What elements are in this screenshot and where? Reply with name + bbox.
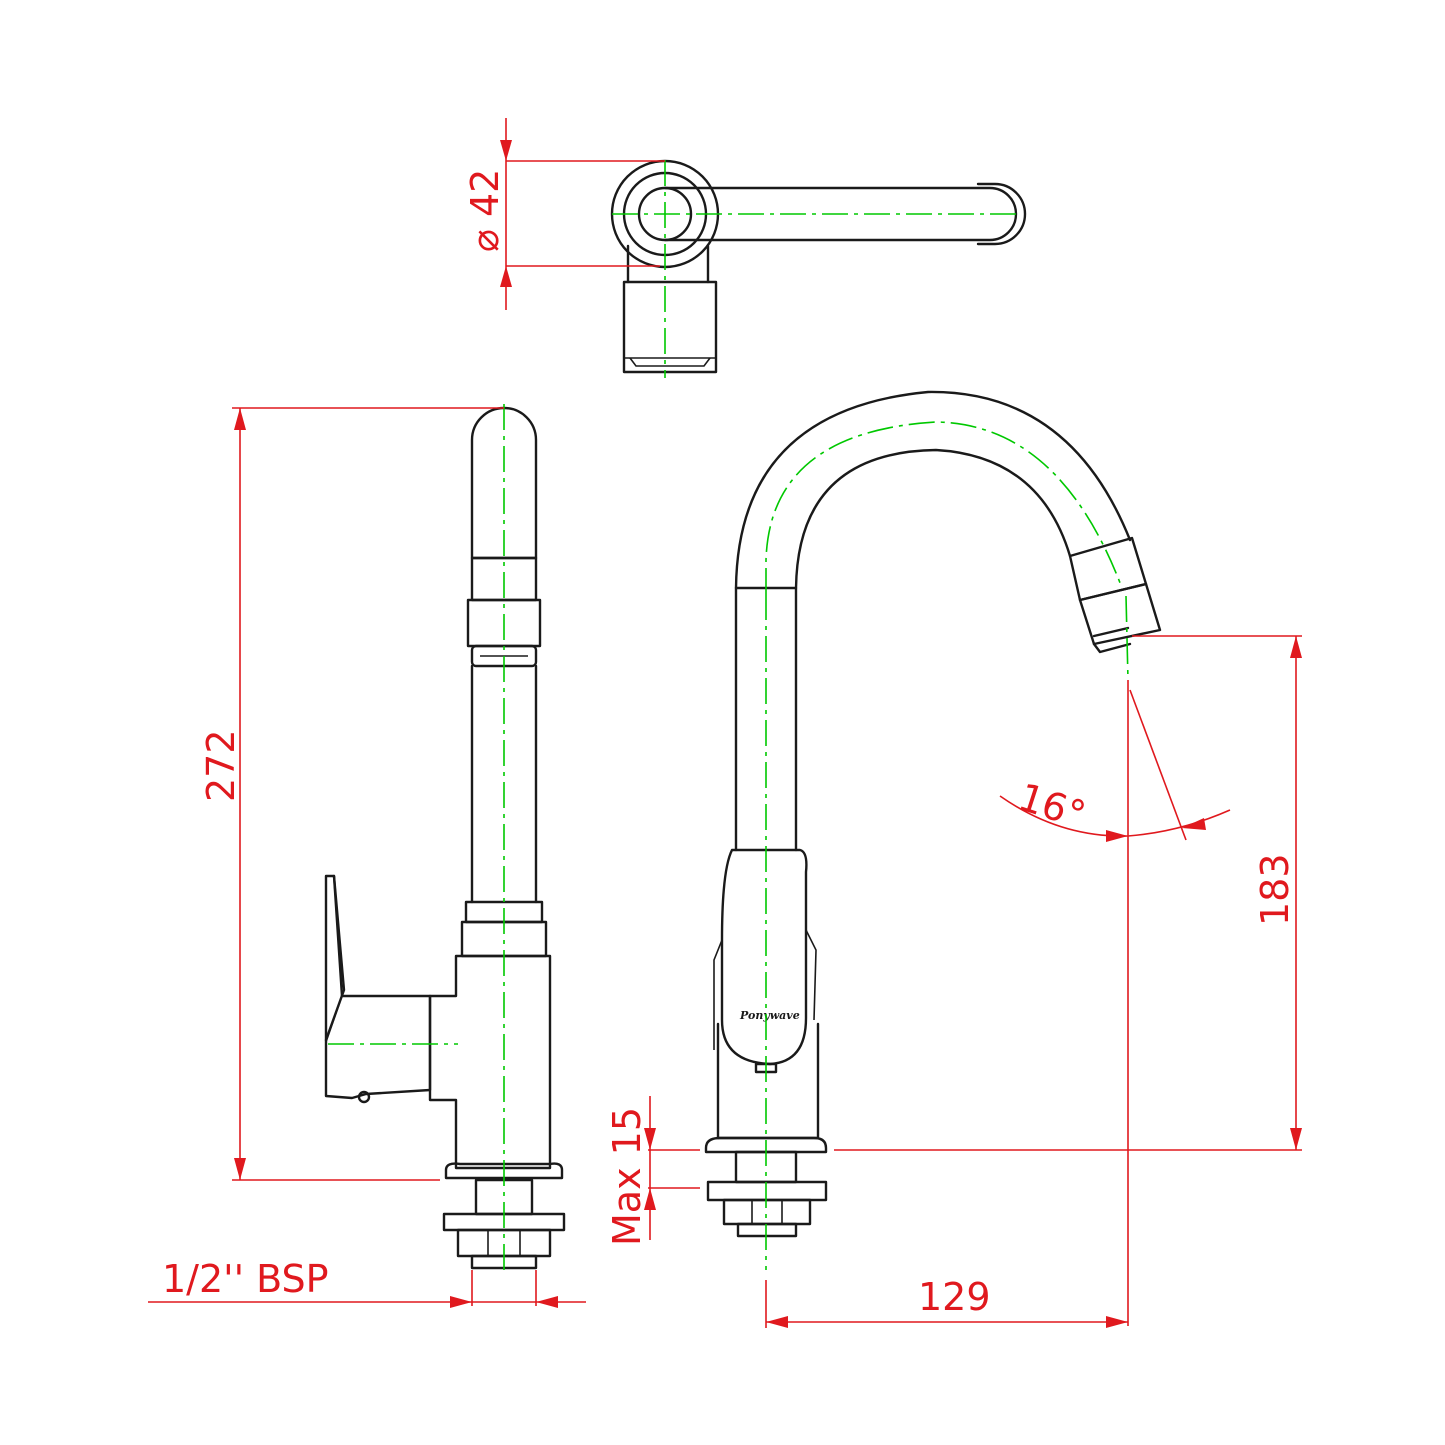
angle-label: 16° [1013, 775, 1091, 838]
thread-dimension: 1/2'' BSP [148, 1257, 586, 1308]
height-dimension: 272 [199, 407, 504, 1181]
mounting-thickness-dimension: Max 15 [605, 1096, 700, 1246]
mounting-thickness-label: Max 15 [605, 1107, 649, 1246]
spout-height-label: 183 [1253, 853, 1297, 926]
front-view: Ponywave [704, 390, 1162, 1270]
spout-reach-dimension: 129 [765, 1275, 1128, 1328]
side-view [324, 404, 566, 1270]
thread-label: 1/2'' BSP [162, 1257, 329, 1301]
diameter-dimension: ⌀ 42 [463, 118, 665, 310]
brand-mark: Ponywave [739, 1009, 800, 1022]
height-label: 272 [199, 729, 243, 802]
diameter-label: ⌀ 42 [463, 169, 507, 252]
top-view [610, 159, 1027, 378]
angle-dimension: 16° [999, 680, 1231, 1326]
spout-height-dimension: 183 [834, 635, 1302, 1151]
spout-reach-label: 129 [918, 1275, 991, 1319]
